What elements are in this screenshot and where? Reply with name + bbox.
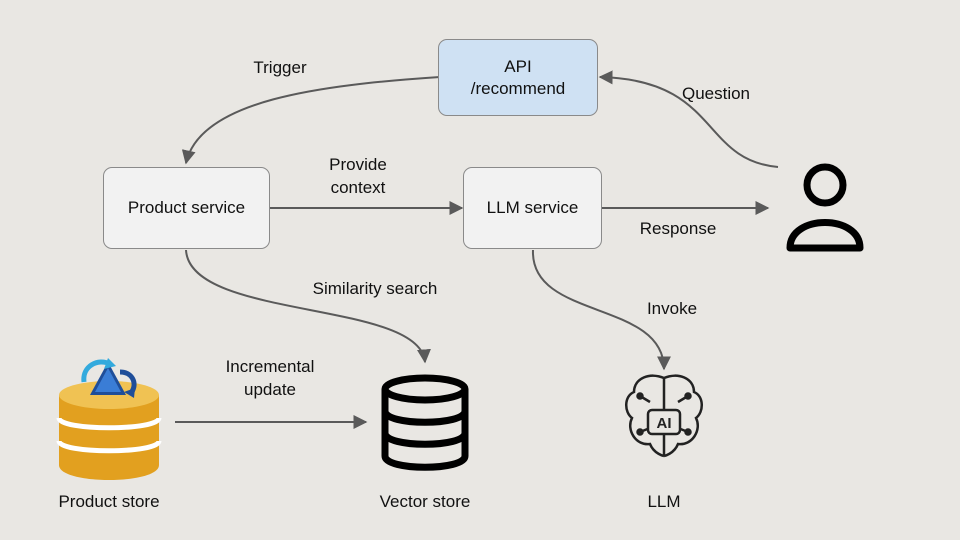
incremental-update-line1: Incremental: [225, 357, 315, 376]
incremental-update-label: Incremental update: [205, 356, 335, 402]
trigger-label: Trigger: [253, 58, 307, 77]
api-node-line1: API: [504, 57, 532, 77]
product-service-node[interactable]: Product service: [103, 167, 270, 249]
provide-context-line1: Provide: [329, 155, 387, 174]
product-store-icon: [56, 358, 162, 480]
response-label: Response: [639, 219, 717, 238]
edge-trigger: [181, 76, 441, 165]
llm-service-label: LLM service: [486, 198, 579, 218]
vector-store-label: Vector store: [379, 492, 471, 511]
product-store-label: Product store: [58, 492, 160, 511]
api-recommend-node[interactable]: API /recommend: [438, 39, 598, 116]
edge-similarity-search: [185, 249, 431, 364]
similarity-search-label: Similarity search: [312, 279, 438, 298]
user-icon: [786, 163, 864, 252]
edge-invoke: [531, 249, 671, 371]
llm-service-node[interactable]: LLM service: [463, 167, 602, 249]
product-service-label: Product service: [127, 198, 246, 218]
api-node-line2: /recommend: [470, 78, 566, 98]
llm-label: LLM: [647, 492, 681, 511]
provide-context-line2: context: [330, 177, 386, 197]
incremental-update-line2: update: [244, 379, 296, 399]
database-icon: [381, 374, 469, 471]
question-label: Question: [681, 84, 751, 103]
invoke-label: Invoke: [646, 299, 698, 318]
ai-brain-icon: AI: [625, 374, 703, 458]
ai-icon-text: AI: [657, 415, 672, 432]
edge-question: [598, 70, 779, 168]
provide-context-label: Provide context: [298, 154, 418, 200]
